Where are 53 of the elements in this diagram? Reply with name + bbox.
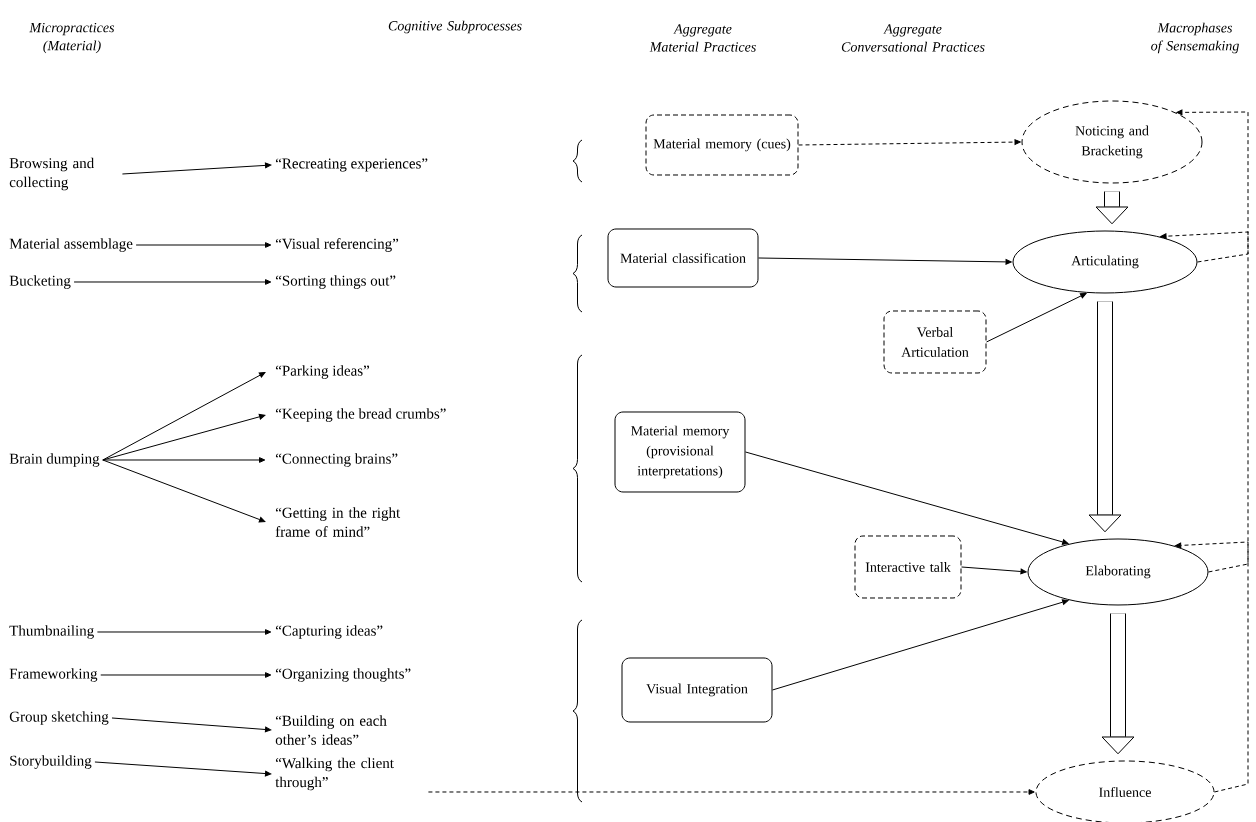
arrow (961, 566, 1027, 575)
practice-text: “Building on each other’s ideas” (275, 715, 387, 745)
arrow (96, 629, 272, 635)
arrow (102, 457, 266, 463)
arrow (111, 717, 272, 733)
column-heading: Aggregate Material Practices (649, 24, 756, 52)
column-heading: Micropractices (Material) (29, 22, 115, 54)
column-heading: Cognitive Subprocesses (388, 20, 522, 34)
practice-text: “Getting in the right frame of mind” (275, 507, 401, 537)
conversation-box: Material memory (cues) (645, 114, 799, 176)
practice-text: “Visual referencing” (275, 238, 399, 252)
feedback-arrow (1160, 231, 1249, 573)
arrow (94, 761, 272, 777)
practice-text: “Capturing ideas” (275, 625, 383, 639)
practice-text: Thumbnailing (9, 625, 94, 639)
arrow (772, 599, 1069, 691)
practice-box: Visual Integration (621, 657, 773, 723)
arrow (102, 459, 266, 523)
practice-text: “Parking ideas” (275, 365, 370, 379)
arrow (986, 292, 1087, 343)
column-heading: Macrophases of Sensemaking (1151, 22, 1239, 54)
arrow (798, 139, 1021, 146)
practice-text: Material assemblage (9, 238, 133, 252)
practice-text: “Connecting brains” (275, 453, 398, 467)
arrow (121, 162, 272, 175)
practice-text: Brain dumping (9, 453, 100, 467)
arrow (135, 242, 272, 248)
practice-text: Group sketching (9, 711, 109, 725)
practice-text: “Recreating experiences” (275, 158, 428, 172)
arrow (745, 451, 1069, 545)
practice-text: Browsing and collecting (9, 157, 94, 191)
practice-box: Material memory (provisional interpretations) (614, 411, 746, 493)
practice-text: “Keeping the bread crumbs” (275, 408, 446, 422)
practice-text: Frameworking (9, 668, 98, 682)
column-heading: Aggregate Conversational Practices (841, 24, 985, 52)
practice-box: Material classification (607, 228, 759, 288)
block-arrow (1101, 613, 1135, 755)
practice-text: “Walking the client through” (275, 757, 394, 791)
arrow (100, 672, 272, 678)
arrow (427, 789, 1035, 795)
arrow (758, 257, 1012, 265)
practice-text: “Sorting things out” (275, 275, 396, 289)
block-arrow (1095, 191, 1129, 225)
feedback-arrow (1175, 541, 1249, 793)
feedback-arrow (1176, 109, 1249, 263)
practice-text: Storybuilding (10, 755, 92, 769)
conversation-box: Interactive talk (854, 535, 962, 599)
arrow (102, 372, 266, 461)
practice-text: Bucketing (9, 275, 71, 289)
arrow (73, 279, 272, 285)
block-arrow (1088, 301, 1122, 533)
conversation-box: Verbal Articulation (883, 310, 987, 374)
practice-text: “Organizing thoughts” (275, 668, 411, 682)
